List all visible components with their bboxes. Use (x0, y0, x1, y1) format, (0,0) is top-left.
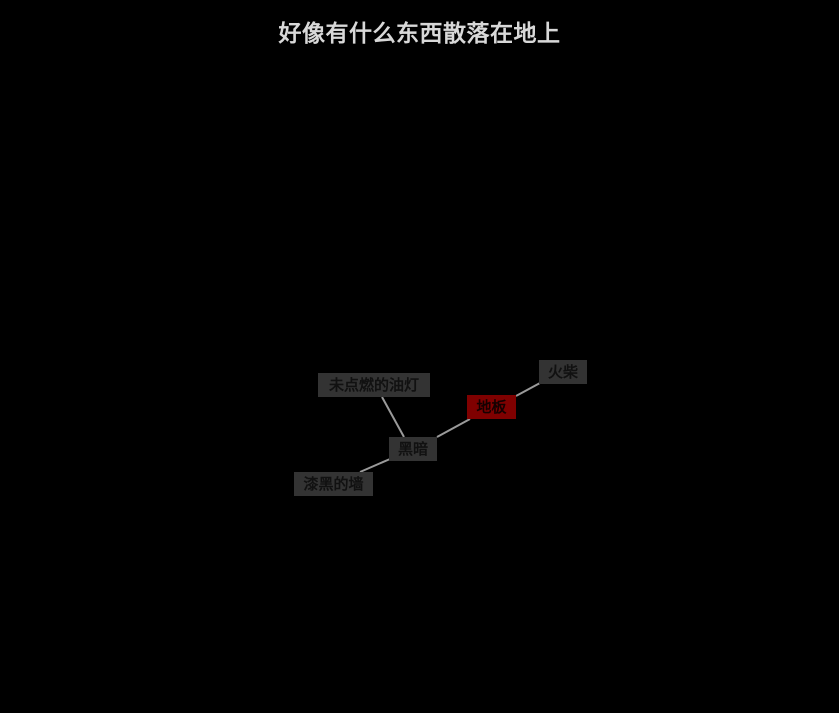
link-darkness-wall (359, 458, 391, 473)
node-match[interactable]: 火柴 (539, 360, 587, 384)
node-pitch-black-wall[interactable]: 漆黑的墙 (294, 472, 373, 496)
link-lamp-darkness (381, 396, 405, 438)
link-darkness-floor (436, 418, 471, 438)
node-unlit-oil-lamp[interactable]: 未点燃的油灯 (318, 373, 430, 397)
node-floor[interactable]: 地板 (467, 395, 516, 419)
link-floor-match (515, 382, 541, 397)
node-darkness[interactable]: 黑暗 (389, 437, 437, 461)
scene-title: 好像有什么东西散落在地上 (278, 21, 561, 47)
